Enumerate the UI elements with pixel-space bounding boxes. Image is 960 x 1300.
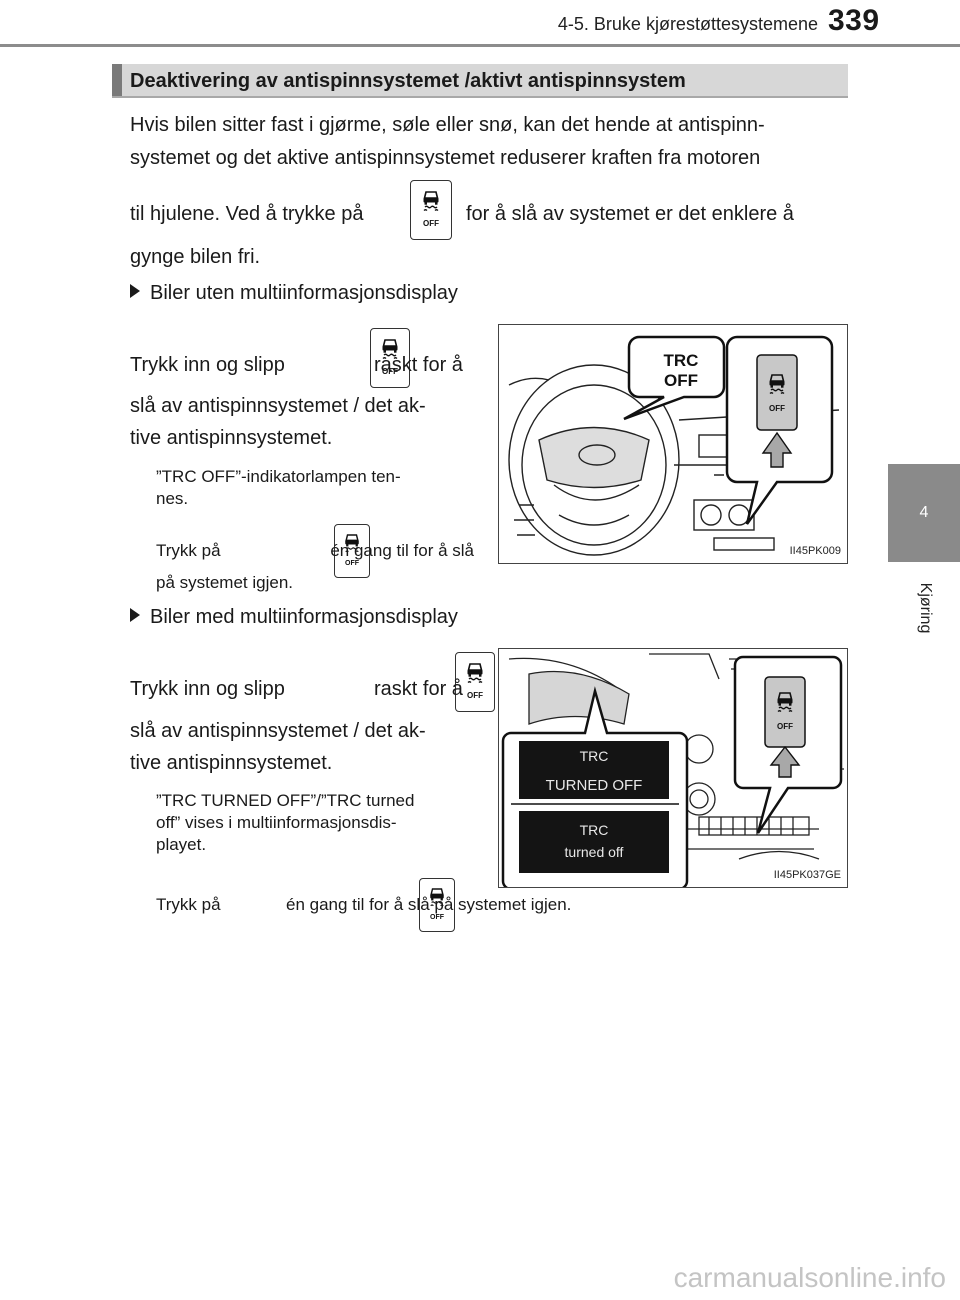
block1-note-3-post: én gang til for å slå <box>330 541 474 560</box>
trc-off-switch-2 <box>764 676 806 748</box>
block2-line-2: slå av antispinnsystemet / det ak- <box>130 720 426 742</box>
svg-text:OFF: OFF <box>382 367 398 376</box>
svg-text:OFF: OFF <box>423 219 439 228</box>
svg-text:TRC: TRC <box>580 748 609 764</box>
block1-line-1-pre: Trykk inn og slipp <box>130 354 285 376</box>
trc-off-button-block1: OFF <box>370 328 411 388</box>
chapter-label: Kjøring <box>895 568 955 648</box>
svg-text:OFF: OFF <box>664 371 698 390</box>
block1-note-3-pre: Trykk på <box>156 541 221 560</box>
block2-line-1-post: raskt for å <box>374 678 463 700</box>
running-header: 4-5. Bruke kjørestøttesystemene <box>557 14 818 34</box>
figure-code-2: II45PK037GE <box>773 869 841 881</box>
block2-line-1-pre: Trykk inn og slipp <box>130 678 285 700</box>
svg-text:OFF: OFF <box>769 404 785 413</box>
trc-off-button-block2: OFF <box>455 652 496 712</box>
trc-off-icon: OFF <box>429 888 445 921</box>
block2-note-2: off” vises i multiinformasjonsdis- <box>156 813 397 832</box>
trc-off-icon: OFF <box>422 191 440 228</box>
press-arrow-icon <box>761 431 793 468</box>
svg-text:TURNED OFF: TURNED OFF <box>546 777 643 794</box>
svg-text:TRC: TRC <box>664 351 699 370</box>
svg-text:TRC: TRC <box>580 822 609 838</box>
trc-off-icon: OFF <box>467 663 484 700</box>
block2-line-3: tive antispinnsystemet. <box>130 752 333 774</box>
block2-note-4-pre: Trykk på <box>156 895 221 914</box>
subheading-without-display: Biler uten multiinformasjonsdisplay <box>130 282 458 305</box>
trc-off-switch <box>756 354 798 431</box>
block1-note-4: på systemet igjen. <box>156 573 294 592</box>
block1-note-1: ”TRC OFF”-indikatorlampen ten- <box>156 467 401 486</box>
triangle-bullet-icon <box>130 284 140 298</box>
chapter-name: Kjøring <box>917 582 934 634</box>
subheading-with-display: Biler med multiinformasjonsdisplay <box>130 606 458 629</box>
block2-note-1: ”TRC TURNED OFF”/”TRC turned <box>156 791 415 810</box>
figure-code-1: II45PK009 <box>789 545 841 557</box>
block2-note-3: playet. <box>156 835 207 854</box>
section-header: Deaktivering av antispinnsystemet /aktiv… <box>112 64 848 98</box>
header-rule <box>0 44 960 47</box>
display-screen-2 <box>519 811 669 873</box>
dashboard-illustration: TRC OFF OFF <box>508 335 840 556</box>
figure-trc-turned-off-display: TRC TURNED OFF TRC turned off OFF II45PK… <box>498 648 848 888</box>
display-screen-1 <box>519 741 669 799</box>
svg-text:OFF: OFF <box>467 691 483 700</box>
steering-wheel-outer <box>508 364 680 556</box>
watermark: carmanualsonline.info <box>673 1262 946 1293</box>
figure-trc-off-indicator: TRC OFF OFF II45PK009 <box>498 324 848 564</box>
chapter-number: 4 <box>919 504 929 521</box>
block1-line-2: slå av antispinnsystemet / det ak- <box>130 395 426 417</box>
intro-line-4: gynge bilen fri. <box>130 246 261 268</box>
trc-off-icon: OFF <box>382 339 399 376</box>
svg-text:OFF: OFF <box>430 914 445 921</box>
dashboard-illustration-2: TRC TURNED OFF TRC turned off OFF <box>501 653 844 887</box>
intro-line-3-post: for å slå av systemet er det enklere å <box>466 203 794 225</box>
section-header-bar <box>112 64 122 96</box>
trc-off-button-note1: OFF <box>333 524 370 578</box>
trc-off-icon: OFF <box>344 534 360 567</box>
section-title: Deaktivering av antispinnsystemet /aktiv… <box>130 70 686 92</box>
svg-text:turned off: turned off <box>565 844 624 860</box>
press-arrow-icon-2 <box>769 745 801 778</box>
trc-off-button-inline: OFF <box>410 180 452 240</box>
svg-text:OFF: OFF <box>777 722 793 731</box>
chapter-tab: 4 <box>888 464 960 562</box>
intro-line-3-pre: til hjulene. Ved å trykke på <box>130 203 364 225</box>
block2-note-4-post: én gang til for å slå på systemet igjen. <box>286 895 572 914</box>
trc-off-button-note2: OFF <box>418 878 455 932</box>
block1-note-2: nes. <box>156 489 189 508</box>
trc-off-callout <box>623 335 726 421</box>
page-number: 339 <box>828 4 880 37</box>
triangle-bullet-icon <box>130 608 140 622</box>
svg-text:OFF: OFF <box>345 560 360 567</box>
intro-line-2: systemet og det aktive antispinnsystemet… <box>130 147 761 169</box>
block1-line-1-post: raskt for å <box>374 354 463 376</box>
intro-line-1: Hvis bilen sitter fast i gjørme, søle el… <box>130 114 765 136</box>
block1-line-3: tive antispinnsystemet. <box>130 427 333 449</box>
